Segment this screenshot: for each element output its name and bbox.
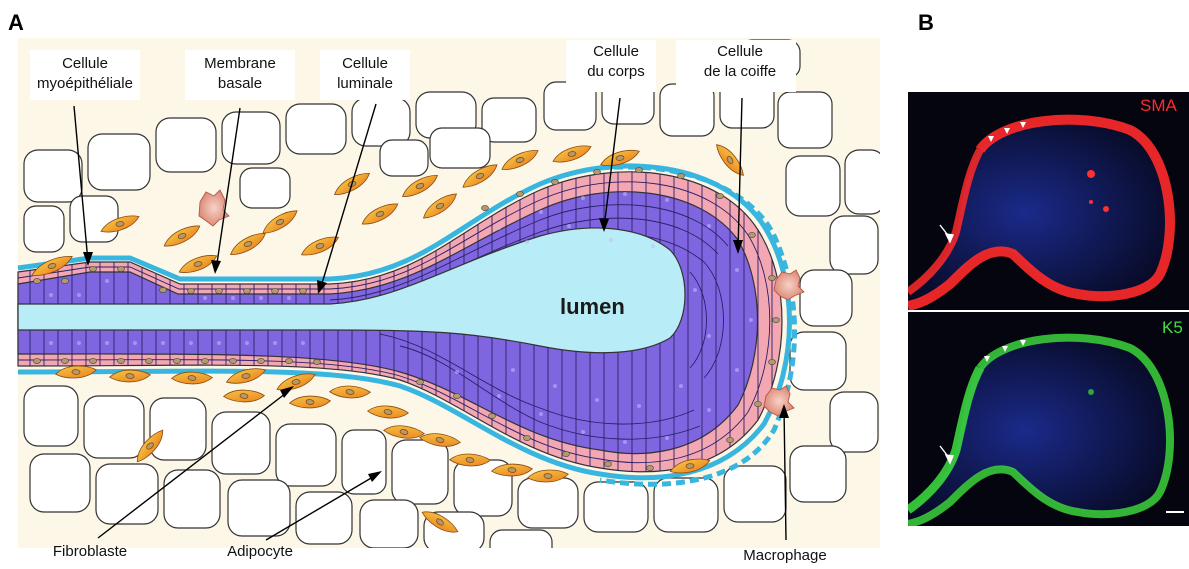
label-body-line1: Cellule xyxy=(566,42,666,62)
label-adipocyte: Adipocyte xyxy=(200,542,320,562)
label-myoepithelial-line1: Cellule xyxy=(20,54,150,74)
micrograph-k5 xyxy=(908,312,1189,526)
label-macrophage: Macrophage xyxy=(725,546,845,566)
label-luminal-line1: Cellule xyxy=(315,54,415,74)
label-body-line2: du corps xyxy=(566,62,666,82)
label-cap-line1: Cellule xyxy=(680,42,800,62)
label-membrane-line1: Membrane xyxy=(180,54,300,74)
label-luminal-line2: luminale xyxy=(315,74,415,94)
label-myoepithelial-cell: Cellule myoépithéliale xyxy=(20,54,150,94)
lumen-label: lumen xyxy=(560,294,625,319)
label-basement-membrane: Membrane basale xyxy=(180,54,300,94)
label-fibroblast: Fibroblaste xyxy=(30,542,150,562)
label-body-cell: Cellule du corps xyxy=(566,42,666,82)
label-membrane-line2: basale xyxy=(180,74,300,94)
label-myoepithelial-line2: myoépithéliale xyxy=(20,74,150,94)
micrograph-sma xyxy=(908,92,1189,310)
stain-label-k5: K5 xyxy=(1162,318,1183,338)
label-luminal-cell: Cellule luminale xyxy=(315,54,415,94)
label-cap-cell: Cellule de la coiffe xyxy=(680,42,800,82)
stain-label-sma: SMA xyxy=(1140,96,1177,116)
label-cap-line2: de la coiffe xyxy=(680,62,800,82)
